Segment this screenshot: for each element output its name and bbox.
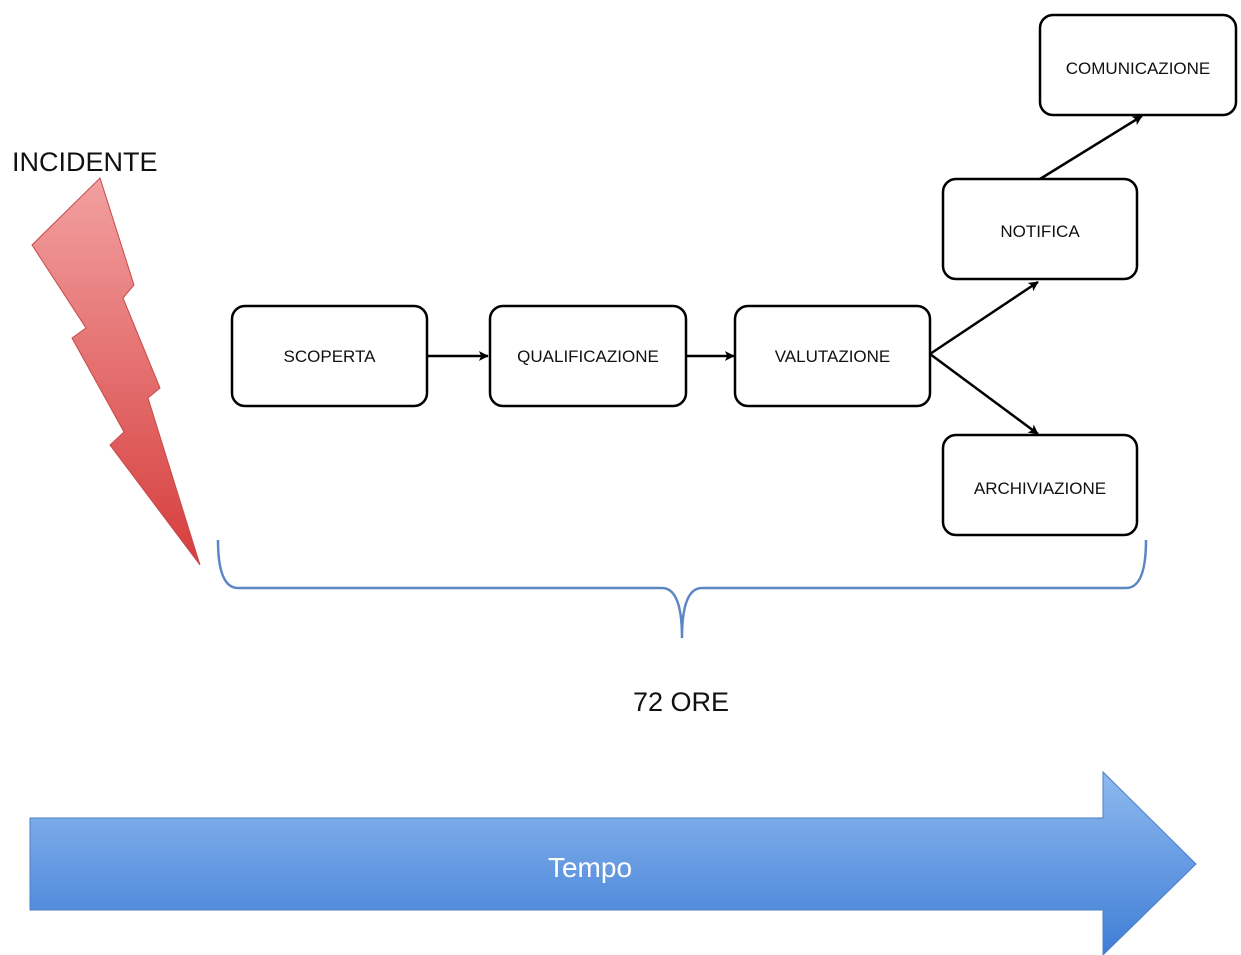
incident-marker: INCIDENTE [12, 147, 201, 566]
step-label: COMUNICAZIONE [1066, 59, 1211, 78]
incident-label: INCIDENTE [12, 147, 158, 177]
step-valutazione: VALUTAZIONE [733, 304, 932, 408]
step-label: QUALIFICAZIONE [517, 347, 659, 366]
flow-connectors [427, 114, 1143, 436]
arrow-notifica-comunicazione [1039, 114, 1143, 181]
timeline-label: Tempo [548, 852, 632, 883]
timeline-arrow: Tempo [29, 770, 1197, 955]
step-label: NOTIFICA [1000, 222, 1080, 241]
step-archiviazione: ARCHIVIAZIONE [941, 433, 1139, 537]
lightning-bolt-icon [31, 177, 201, 566]
step-comunicazione: COMUNICAZIONE [1038, 13, 1238, 117]
step-label: ARCHIVIAZIONE [974, 479, 1106, 498]
arrow-valutazione-archiviazione [929, 352, 1039, 436]
step-scoperta: SCOPERTA [230, 304, 429, 408]
arrow-valutazione-notifica [929, 280, 1039, 356]
timespan-label: 72 ORE [633, 687, 729, 717]
arrow-right-icon [29, 770, 1197, 955]
timespan-brace [216, 539, 1148, 639]
step-notifica: NOTIFICA [941, 177, 1139, 281]
step-qualificazione: QUALIFICAZIONE [488, 304, 688, 408]
step-label: VALUTAZIONE [775, 347, 891, 366]
step-label: SCOPERTA [284, 347, 377, 366]
